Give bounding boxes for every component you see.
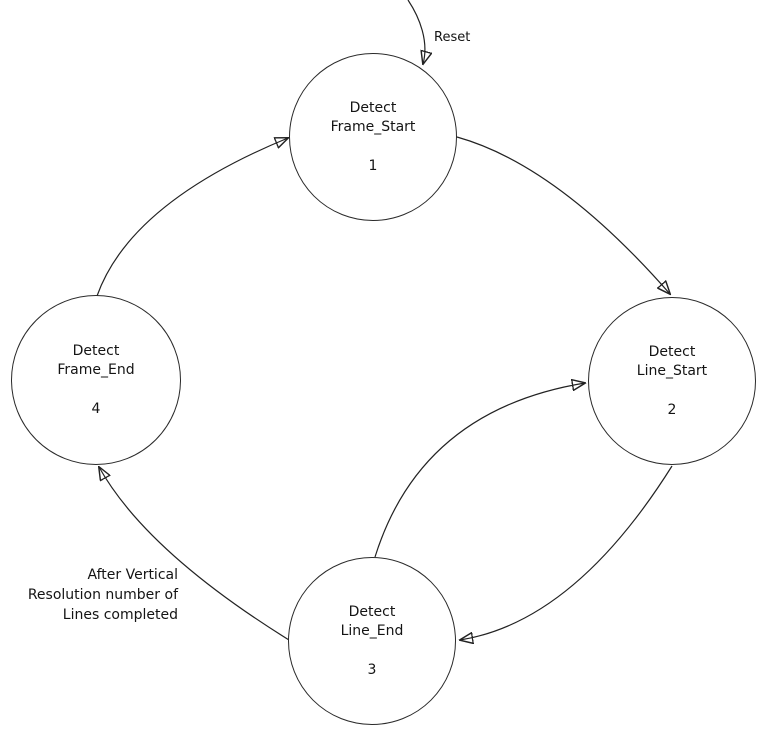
reset-transition-label: Reset [434,30,471,45]
state-detect-line-start: Detect Line_Start 2 [588,297,756,465]
state-label: Detect Frame_Start [331,99,416,137]
state-label-line1: Detect [72,342,120,359]
state-number: 3 [367,661,377,678]
edge-3-to-2-arrow [374,383,585,558]
state-number: 4 [91,400,101,417]
state-label: Detect Frame_End [57,342,134,380]
state-label-line1: Detect [348,603,396,620]
state-detect-frame-start: Detect Frame_Start 1 [289,53,457,221]
edge-4-to-1-arrow [96,138,288,297]
state-label: Detect Line_Start [637,343,707,381]
edge-1-to-2-arrow [456,136,670,294]
state-label-line2: Line_Start [636,362,708,379]
lines-completed-transition-label: After Vertical Resolution number of Line… [0,565,178,625]
state-detect-line-end: Detect Line_End 3 [288,557,456,725]
state-detect-frame-end: Detect Frame_End 4 [11,295,181,465]
state-label-line1: Detect [349,99,397,116]
edge-reset-arrow [407,0,425,64]
note-line-2: Resolution number of [27,587,178,603]
state-label-line1: Detect [648,343,696,360]
state-label-line2: Frame_Start [330,118,416,135]
edge-2-to-3-arrow [460,465,673,640]
state-label: Detect Line_End [341,603,404,641]
note-line-1: After Vertical [87,567,178,583]
state-label-line2: Line_End [340,622,404,639]
state-label-line2: Frame_End [57,361,135,378]
state-number: 2 [667,401,677,418]
edge-3-to-4-arrow [99,467,290,641]
note-line-3: Lines completed [62,607,178,623]
state-number: 1 [368,157,378,174]
